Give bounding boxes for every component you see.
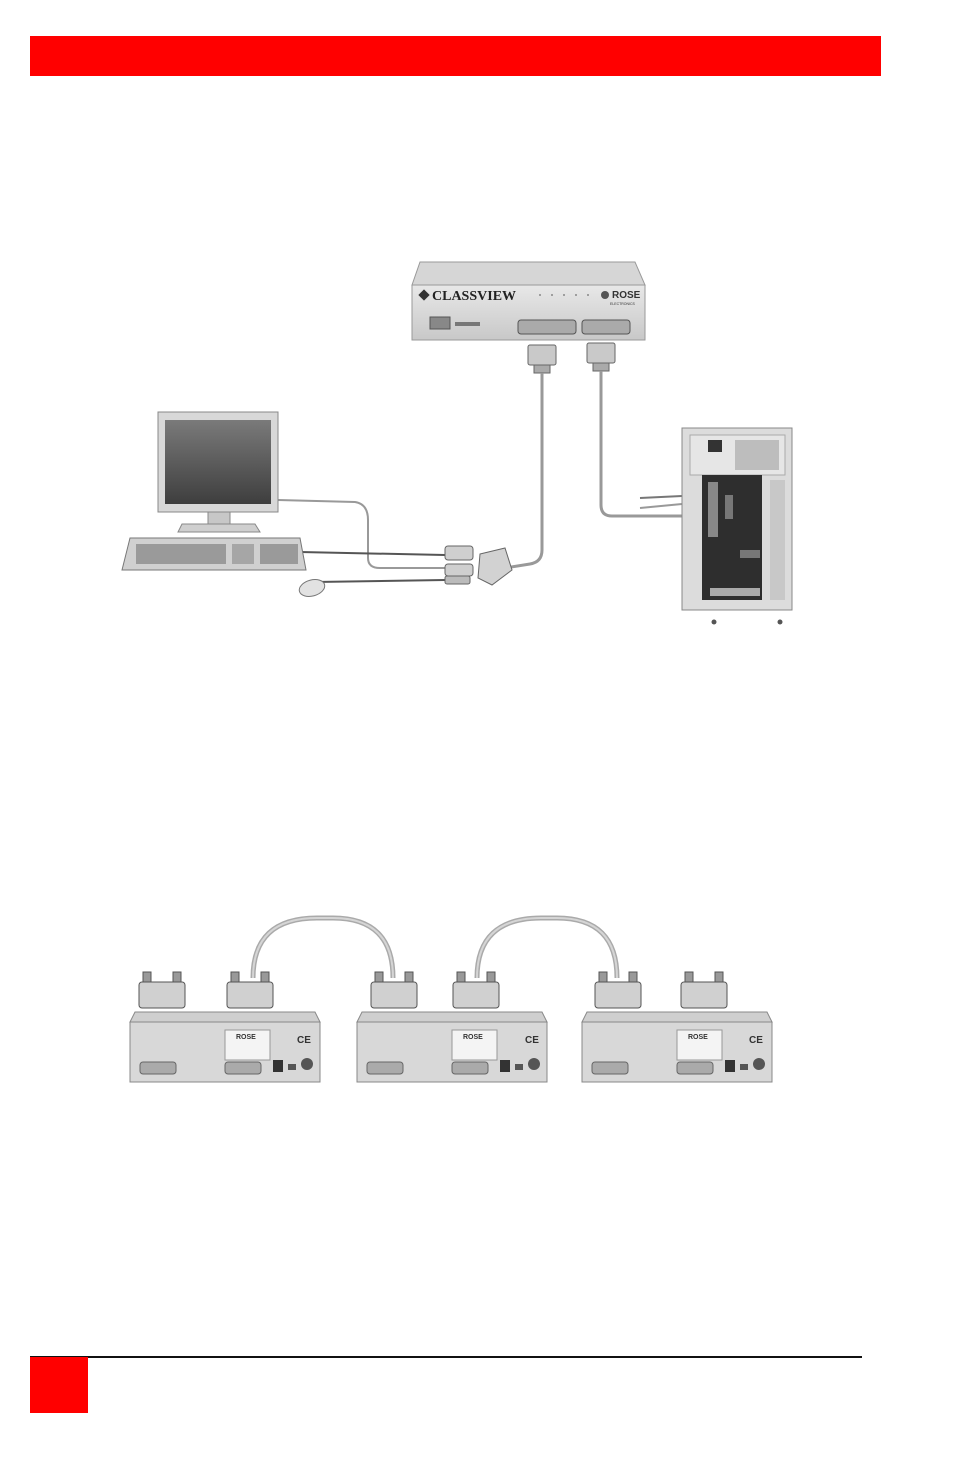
connector-1 [139, 972, 185, 1008]
figure-daisy-chain: ROSE CE ROSE CE ROSE CE [125, 910, 815, 1090]
classview-logo: ROSE [612, 290, 641, 301]
figure-classview-connection: CLASSVIEW ROSE ELECTRONICS [100, 250, 820, 630]
daisy-unit-1: ROSE CE [130, 1012, 320, 1082]
classview-connector-left [528, 345, 556, 373]
unit-2-logo: ROSE [463, 1034, 483, 1041]
classview-brand: CLASSVIEW [432, 289, 516, 304]
keyboard [122, 538, 306, 570]
y-cable-adapter [445, 546, 512, 585]
connector-2 [227, 972, 273, 1008]
monitor [158, 412, 278, 532]
connector-6 [681, 972, 727, 1008]
unit-1-ce: CE [297, 1035, 311, 1046]
footer-rule [30, 1356, 862, 1358]
mouse [297, 577, 326, 599]
footer-red-block [30, 1357, 88, 1413]
unit-3-logo: ROSE [688, 1034, 708, 1041]
unit-2-ce: CE [525, 1035, 539, 1046]
daisy-unit-3: ROSE CE [582, 1012, 772, 1082]
header-red-bar [30, 36, 881, 76]
unit-1-logo: ROSE [236, 1034, 256, 1041]
daisy-unit-2: ROSE CE [357, 1012, 547, 1082]
classview-connector-right [587, 343, 615, 371]
pc-tower [682, 428, 792, 625]
classview-unit: CLASSVIEW ROSE ELECTRONICS [412, 262, 645, 340]
classview-logo-sub: ELECTRONICS [610, 302, 636, 306]
unit-3-ce: CE [749, 1035, 763, 1046]
